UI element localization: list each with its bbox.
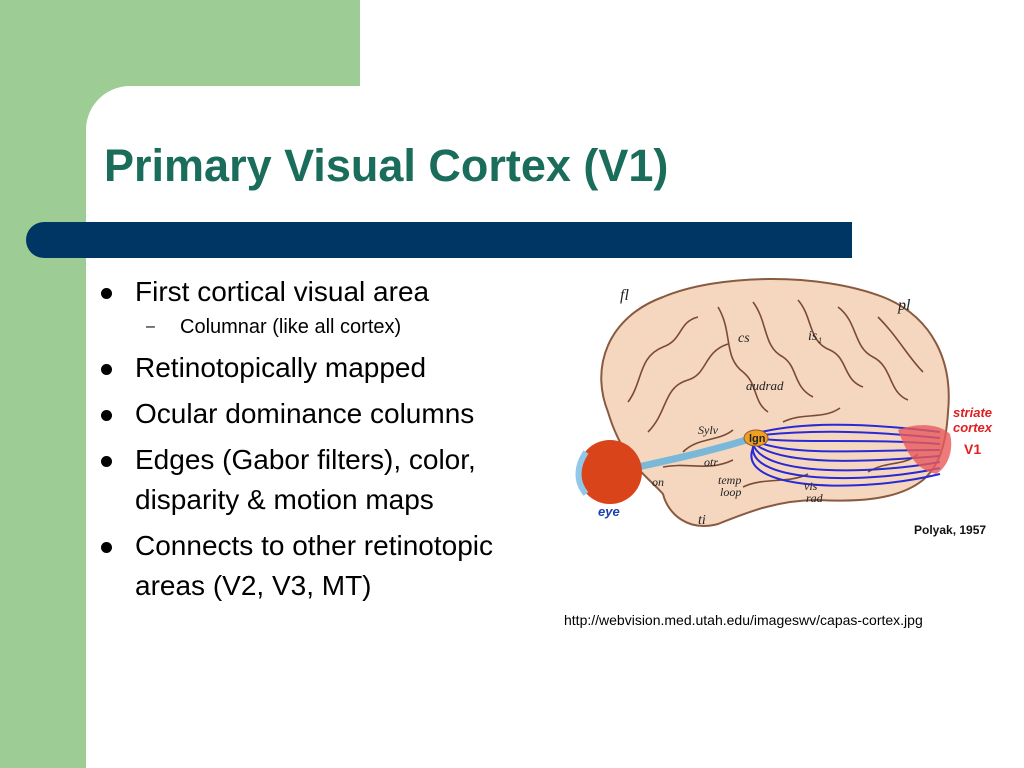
eye-lens (575, 450, 589, 496)
bullet-item: First cortical visual area (98, 272, 558, 312)
label-striate: striate (953, 405, 992, 420)
label-cs: cs (738, 331, 750, 346)
label-sylv: Sylv (698, 423, 719, 437)
label-pl: pl (897, 297, 911, 314)
bullet-text: Connects to other retinotopic areas (V2,… (135, 530, 493, 601)
label-lgn: lgn (749, 433, 766, 445)
label-otr: otr (704, 455, 718, 469)
bullet-dot (101, 542, 112, 553)
label-is: is₁ (808, 329, 822, 344)
sub-bullet-item: – Columnar (like all cortex) (98, 312, 558, 342)
label-eye: eye (598, 504, 620, 519)
sub-bullet-text: Columnar (like all cortex) (180, 316, 402, 338)
bullet-text: Ocular dominance columns (135, 398, 475, 429)
striate-cortex-area (898, 425, 952, 474)
bullet-dot (101, 410, 112, 421)
label-fl: fl (620, 287, 629, 304)
bullet-dot (101, 456, 112, 467)
label-on: on (652, 475, 664, 489)
bullet-dot (101, 364, 112, 375)
label-ti: ti (698, 513, 706, 528)
label-temp: temp (718, 473, 741, 487)
label-credit: Polyak, 1957 (914, 523, 986, 537)
bullet-text: First cortical visual area (135, 276, 430, 307)
slide-title: Primary Visual Cortex (V1) (104, 140, 669, 191)
bullet-item: Edges (Gabor filters), color, disparity … (98, 440, 558, 520)
label-rad: rad (806, 491, 824, 505)
bullet-dot (101, 288, 112, 299)
optic-nerve (637, 434, 755, 471)
bullet-list: First cortical visual area – Columnar (l… (98, 272, 558, 606)
lgn-nucleus (743, 429, 769, 447)
label-cortex: cortex (953, 420, 993, 435)
bullet-item: Ocular dominance columns (98, 394, 558, 434)
gyri-lines (627, 299, 924, 488)
title-underline-bar (26, 222, 852, 258)
label-loop: loop (720, 485, 741, 499)
sub-bullet-dash: – (146, 318, 155, 335)
eye-ball (578, 440, 642, 504)
bullet-item: Retinotopically mapped (98, 348, 558, 388)
label-audrad: audrad (746, 378, 784, 393)
figure-source-url: http://webvision.med.utah.edu/imageswv/c… (564, 612, 923, 628)
label-vis: vis (804, 479, 818, 493)
bullet-text: Edges (Gabor filters), color, disparity … (135, 444, 476, 515)
brain-diagram-figure: fl pl cs is₁ audrad Sylv lgn otr on temp… (568, 262, 1012, 550)
bullet-item: Connects to other retinotopic areas (V2,… (98, 526, 558, 606)
bullet-text: Retinotopically mapped (135, 352, 427, 383)
brain-diagram: fl pl cs is₁ audrad Sylv lgn otr on temp… (575, 278, 993, 537)
label-v1: V1 (964, 441, 981, 457)
